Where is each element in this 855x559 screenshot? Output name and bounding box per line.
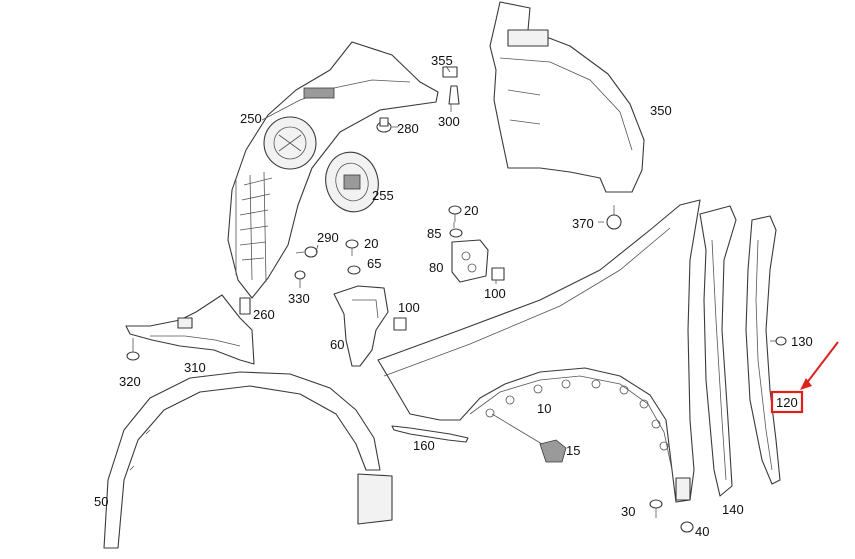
part-30-bolt[interactable] [649, 499, 663, 518]
callout-310: 310 [184, 360, 206, 375]
highlight-arrow [805, 341, 839, 385]
callout-300: 300 [438, 114, 460, 129]
callout-15: 15 [566, 443, 580, 458]
callout-350: 350 [650, 103, 672, 118]
callout-100-lower: 100 [398, 300, 420, 315]
leader-lines [315, 65, 604, 284]
callout-100-upper: 100 [484, 286, 506, 301]
part-85-nut[interactable] [449, 228, 463, 238]
part-60-bracket[interactable] [333, 285, 389, 367]
part-130-bolt[interactable] [770, 336, 787, 346]
part-320-screw[interactable] [126, 338, 140, 361]
part-15-clip[interactable] [491, 413, 567, 463]
callout-280: 280 [397, 121, 419, 136]
callout-50: 50 [94, 494, 108, 509]
part-120-trim-panel[interactable] [745, 215, 781, 485]
callout-120: 120 [776, 395, 798, 410]
part-250-wheel-arch-liner[interactable] [227, 41, 439, 299]
callout-250: 250 [240, 111, 262, 126]
part-80-bracket[interactable] [451, 239, 489, 283]
part-300-clip[interactable] [448, 85, 460, 105]
callout-20-lower: 20 [364, 236, 378, 251]
part-20-bolt-lower[interactable] [345, 239, 359, 256]
fender-mounting-holes [485, 379, 669, 451]
callout-labels: 250 255 280 290 330 260 310 320 355 300 … [94, 53, 813, 539]
callout-20-upper: 20 [464, 203, 478, 218]
callout-85: 85 [427, 226, 441, 241]
part-100-nut-upper[interactable] [491, 267, 505, 281]
part-20-bolt-upper[interactable] [448, 205, 462, 222]
callout-370: 370 [572, 216, 594, 231]
part-10-fender[interactable] [377, 199, 701, 503]
callout-65: 65 [367, 256, 381, 271]
callout-130: 130 [791, 334, 813, 349]
part-40-nut[interactable] [680, 521, 694, 533]
highlight-box [770, 390, 804, 414]
callout-320: 320 [119, 374, 141, 389]
part-350-wheel-arch-liner[interactable] [489, 1, 645, 193]
highlight-arrowhead [800, 378, 812, 390]
callout-160: 160 [413, 438, 435, 453]
part-160-seal[interactable] [391, 425, 469, 443]
part-140-trim-strip[interactable] [699, 205, 737, 497]
callout-255: 255 [372, 188, 394, 203]
part-330-screw[interactable] [294, 270, 306, 288]
callout-30: 30 [621, 504, 635, 519]
part-280-clip[interactable] [376, 117, 392, 133]
callout-355: 355 [431, 53, 453, 68]
callout-10: 10 [537, 401, 551, 416]
callout-330: 330 [288, 291, 310, 306]
part-255-cover[interactable] [319, 146, 385, 217]
part-50-wheel-arch-flare[interactable] [103, 371, 393, 549]
callout-260: 260 [253, 307, 275, 322]
part-65-nut[interactable] [347, 265, 361, 275]
callout-40: 40 [695, 524, 709, 539]
part-310-splash-shield[interactable] [125, 294, 255, 365]
callout-140: 140 [722, 502, 744, 517]
callout-80: 80 [429, 260, 443, 275]
part-100-nut-lower[interactable] [393, 317, 407, 331]
part-370-bolt[interactable] [606, 205, 622, 230]
part-260-clip[interactable] [239, 297, 251, 315]
callout-60: 60 [330, 337, 344, 352]
highlight-120 [770, 341, 839, 414]
callout-290: 290 [317, 230, 339, 245]
part-290-screw[interactable] [295, 246, 318, 258]
